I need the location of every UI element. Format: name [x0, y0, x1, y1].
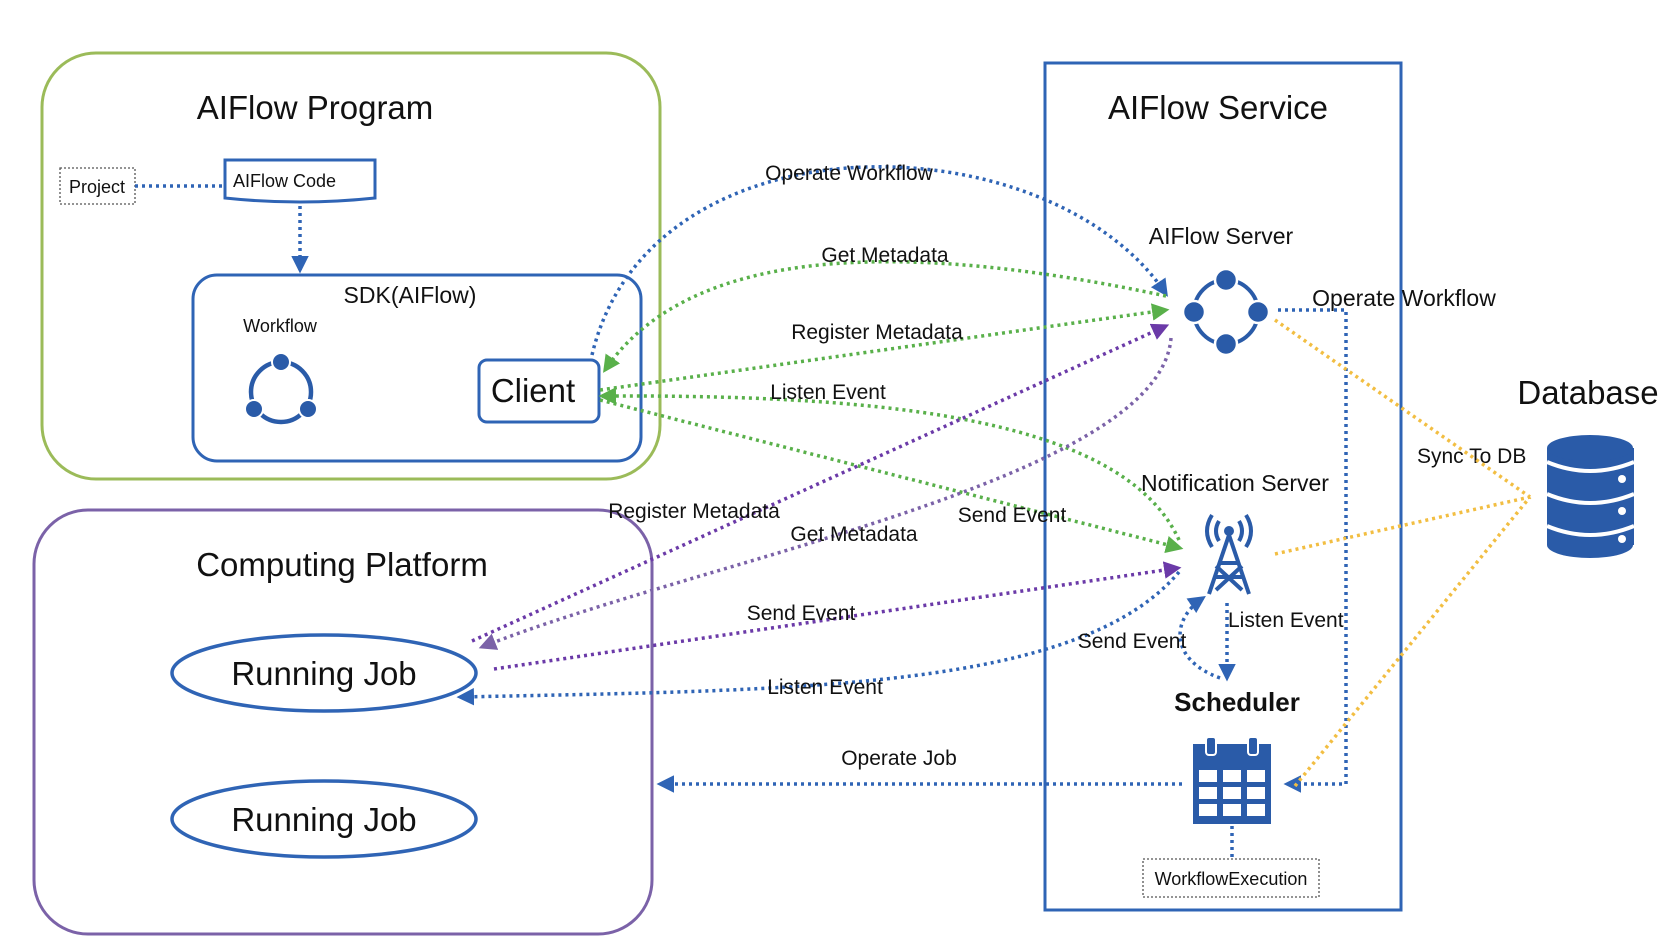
edge-get-metadata-left-label: Get Metadata: [790, 523, 918, 546]
edge-register-metadata-top: [599, 303, 1170, 392]
workflow-icon: [244, 352, 318, 425]
workflow-execution-label: WorkflowExecution: [1155, 869, 1308, 889]
edge-register-metadata-left: [471, 323, 1170, 643]
aiflow-program-box: [40, 51, 662, 481]
edge-send-event-sched: [1178, 596, 1221, 680]
client-label: Client: [491, 372, 575, 409]
aiflow-server-icon: [1181, 267, 1271, 357]
edge-listen-event-job-label: Listen Event: [767, 676, 883, 699]
running-job-2-label: Running Job: [231, 801, 416, 838]
edge-listen-event-job: [456, 570, 1181, 706]
workflow-execution-box: [1142, 858, 1320, 898]
edge-get-metadata-top: [603, 259, 1167, 373]
project-label: Project: [69, 177, 125, 197]
edge-sync-to-db: [1274, 318, 1532, 788]
edge-register-metadata-left-label: Register Metadata: [608, 500, 780, 523]
aiflow-code-label: AIFlow Code: [233, 171, 336, 191]
computing-platform-box: [32, 508, 654, 936]
database-title: Database: [1517, 374, 1658, 411]
aiflow-code-box: [223, 158, 377, 204]
edge-send-event-sched-label: Send Event: [1078, 630, 1187, 653]
aiflow-service-title: AIFlow Service: [1108, 89, 1328, 126]
aiflow-program-title: AIFlow Program: [197, 89, 434, 126]
sdk-label: SDK(AIFlow): [344, 282, 477, 308]
sdk-box: [191, 273, 643, 463]
edge-send-event-job: [493, 561, 1182, 671]
edge-operate-workflow-top: [590, 165, 1168, 356]
edge-send-event-mid-label: Send Event: [958, 504, 1067, 527]
scheduler-label: Scheduler: [1174, 687, 1300, 717]
edge-send-event-job-label: Send Event: [747, 602, 856, 625]
workflow-label: Workflow: [243, 316, 318, 336]
edge-listen-event-sched-label: Listen Event: [1228, 609, 1344, 632]
aiflow-server-label: AIFlow Server: [1149, 223, 1294, 249]
running-job-2: [170, 779, 478, 859]
running-job-1: [170, 633, 478, 713]
database-icon: [1546, 435, 1635, 558]
calendar-icon: [1193, 736, 1271, 824]
computing-platform-title: Computing Platform: [196, 546, 488, 583]
edge-operate-job-label: Operate Job: [841, 747, 957, 770]
edge-register-metadata-top-label: Register Metadata: [791, 321, 963, 344]
edge-get-metadata-top-label: Get Metadata: [821, 244, 949, 267]
edge-listen-event-top: [598, 387, 1181, 541]
antenna-tower-icon: [1205, 513, 1253, 595]
aiflow-service-box: [1043, 61, 1403, 912]
notification-server-label: Notification Server: [1141, 470, 1329, 496]
edge-operate-workflow-top-label: Operate Workflow: [765, 162, 934, 185]
edge-send-event-mid: [599, 398, 1184, 554]
edge-listen-event-top-label: Listen Event: [770, 381, 886, 404]
running-job-1-label: Running Job: [231, 655, 416, 692]
edge-operate-workflow-right-label: Operate Workflow: [1312, 285, 1496, 311]
